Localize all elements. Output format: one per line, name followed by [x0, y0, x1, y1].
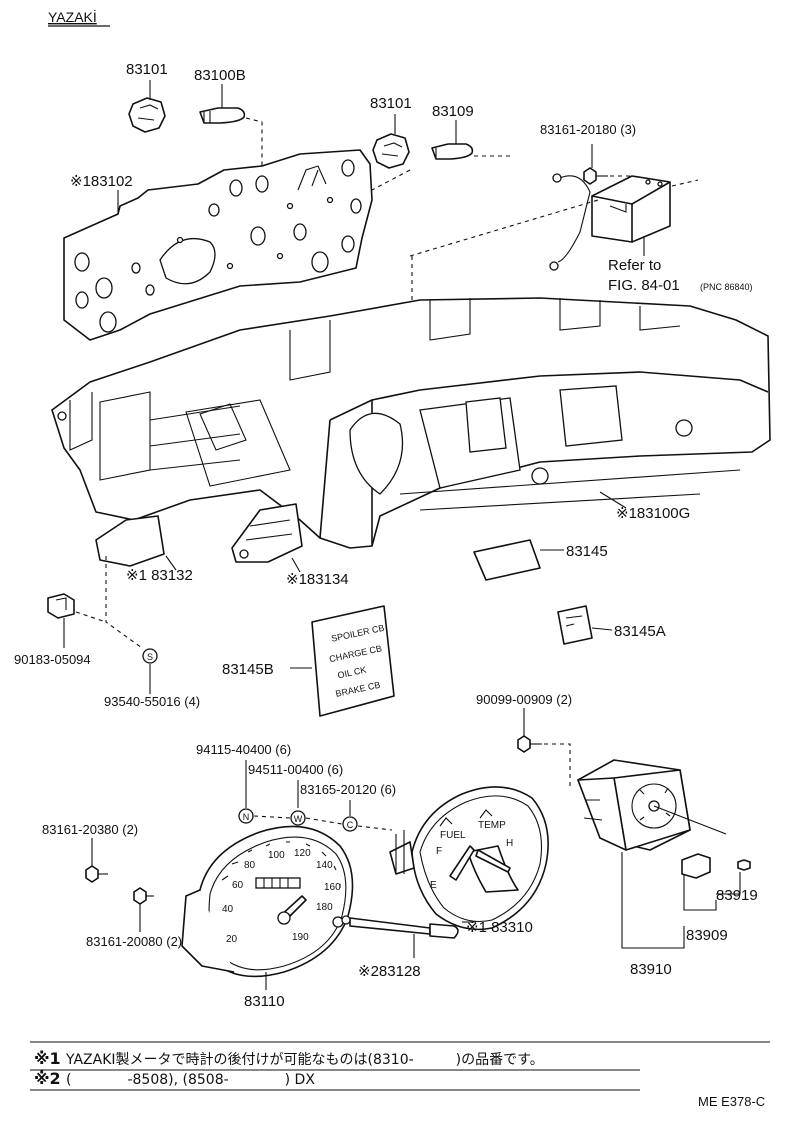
label-83145b: 83145B [222, 661, 274, 678]
svg-text:120: 120 [294, 848, 311, 859]
label-90099-00909: 90099-00909 (2) [476, 692, 572, 707]
svg-text:180: 180 [316, 902, 333, 913]
svg-text:60: 60 [232, 880, 244, 891]
label-83165-20120: 83165-20120 (6) [300, 782, 396, 797]
bulb-socket-83101-a [128, 97, 166, 133]
label-83134: ※183134 [286, 571, 349, 588]
label-83100b: 83100B [194, 67, 246, 84]
svg-text:C: C [347, 820, 354, 830]
screw-83161-20180 [583, 167, 608, 185]
svg-text:H: H [506, 838, 513, 849]
label-83100g: ※183100G [616, 505, 690, 522]
svg-text:20: 20 [226, 934, 238, 945]
svg-text:W: W [294, 814, 303, 824]
footer-code: ME E378-C [698, 1094, 765, 1109]
label-83145: 83145 [566, 543, 608, 560]
screw-small-clock [737, 859, 751, 871]
knob-83919 [681, 853, 711, 879]
refer-line-1: Refer to [608, 257, 661, 274]
svg-text:E: E [430, 880, 437, 891]
label-83161-20180: 83161-20180 (3) [540, 122, 636, 137]
screw-83161-20380 [85, 865, 108, 883]
label-83909: 83909 [686, 927, 728, 944]
meter-case-83100g [51, 297, 771, 567]
svg-text:100: 100 [268, 850, 285, 861]
svg-text:140: 140 [316, 860, 333, 871]
note2-text: ( -8508), (8508- ) DX [66, 1072, 315, 1088]
cover-83145 [473, 539, 541, 581]
label-83919: 83919 [716, 887, 758, 904]
label-83110: 83110 [244, 993, 285, 1010]
resistor-module [591, 175, 671, 243]
washer-marker-w: W [290, 810, 306, 826]
svg-text:190: 190 [292, 932, 309, 943]
svg-text:S: S [147, 652, 153, 662]
note1-text: YAZAKI製メータで時計の後付けが可能なものは(8310- )の品番です。 [65, 1052, 544, 1068]
warning-plate-83145b: SPOILER CB CHARGE CB OIL CK BRAKE CB [311, 605, 395, 717]
fuel-temp-gauge-83310: FUEL TEMP F E H [389, 786, 549, 931]
label-83161-20080: 83161-20080 (2) [86, 934, 182, 949]
screw-83161-20080 [133, 887, 154, 905]
label-83145a: 83145A [614, 623, 666, 640]
speedometer-83110: 20 40 60 80 100 120 140 160 180 190 [181, 825, 354, 978]
svg-text:N: N [243, 812, 250, 822]
brand-label: YAZAKİ [48, 8, 97, 25]
label-83128: ※283128 [358, 963, 421, 980]
label-93540-55016: 93540-55016 (4) [104, 694, 200, 709]
bulb-83109 [431, 143, 474, 160]
plate-83145a [557, 605, 593, 645]
label-83132: ※1 83132 [126, 567, 193, 584]
label-94511-00400: 94511-00400 (6) [248, 762, 343, 777]
label-83161-20380: 83161-20380 (2) [42, 822, 138, 837]
label-83910: 83910 [630, 961, 672, 978]
svg-text:160: 160 [324, 882, 341, 893]
note1-mark: ※1 [34, 1049, 61, 1068]
label-83310: ※1 83310 [466, 919, 533, 936]
svg-text:40: 40 [222, 904, 234, 915]
label-83101-b: 83101 [370, 95, 412, 112]
label-90183-05094: 90183-05094 [14, 652, 91, 667]
bulb-83100b [199, 107, 246, 124]
svg-text:80: 80 [244, 860, 256, 871]
reset-knob-83128 [341, 915, 459, 939]
clock-83909 [577, 759, 727, 851]
screw-90099-00909 [517, 735, 542, 753]
svg-text:TEMP: TEMP [478, 820, 506, 831]
label-94115-40400: 94115-40400 (6) [196, 742, 291, 757]
screw-marker-s: S [142, 648, 158, 664]
clip-90183-05094 [47, 593, 75, 619]
note2-mark: ※2 [34, 1069, 61, 1088]
nut-marker-n: N [238, 808, 254, 824]
svg-text:F: F [436, 846, 442, 857]
label-83109: 83109 [432, 103, 474, 120]
collar-marker-c: C [342, 816, 358, 832]
svg-text:FUEL: FUEL [440, 830, 466, 841]
label-83102: ※183102 [70, 173, 133, 190]
printed-circuit-83102 [63, 149, 373, 341]
refer-line-2: FIG. 84-01 [608, 277, 680, 294]
bulb-socket-83101-b [372, 133, 410, 169]
refer-pnc: (PNC 86840) [700, 282, 753, 292]
label-83101-a: 83101 [126, 61, 168, 78]
